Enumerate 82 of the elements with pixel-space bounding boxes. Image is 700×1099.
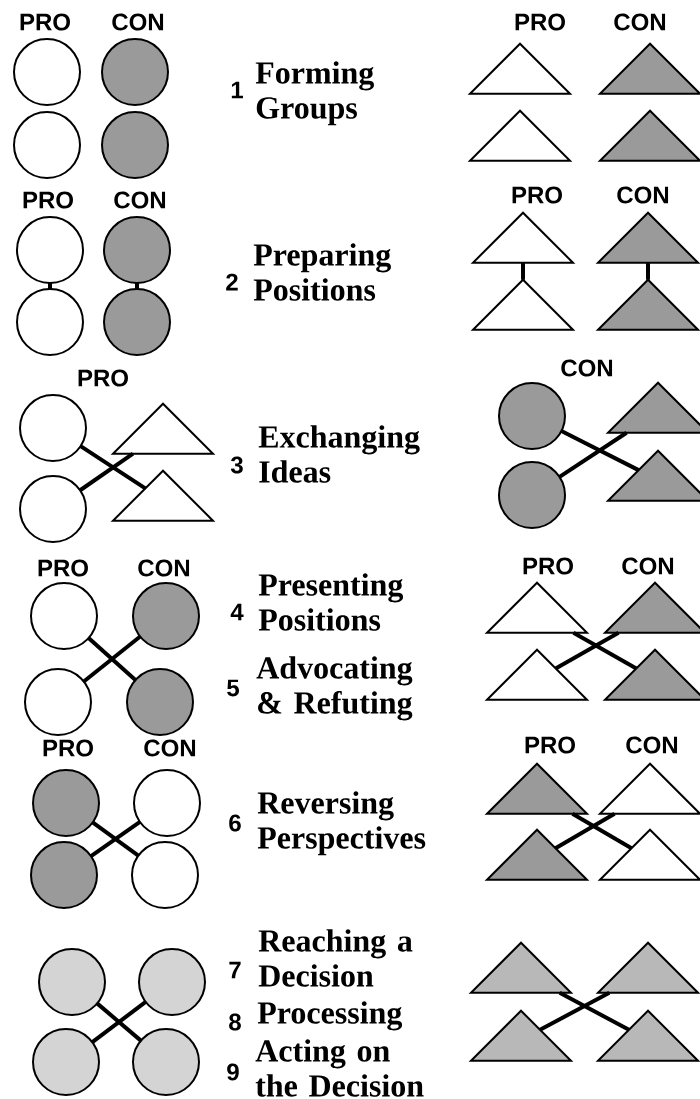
triangle — [602, 581, 700, 634]
column-label: CON — [144, 739, 196, 757]
circle — [32, 769, 100, 837]
step-number: 5 — [227, 679, 239, 697]
column-label: CON — [561, 359, 613, 377]
triangle — [597, 42, 700, 95]
circle — [103, 216, 171, 284]
circle — [13, 38, 81, 106]
step-number: 9 — [227, 1063, 239, 1081]
column-label: PRO — [43, 739, 93, 757]
circle — [498, 461, 566, 529]
triangle — [602, 648, 700, 701]
connector-line — [554, 812, 616, 850]
connector-line — [135, 283, 139, 289]
connector-line — [521, 262, 525, 280]
connector-line — [646, 262, 650, 280]
column-label: PRO — [515, 13, 565, 31]
step-label: Processing — [257, 1001, 403, 1031]
circle — [498, 382, 566, 450]
column-label: CON — [626, 736, 678, 754]
connector-line — [554, 630, 620, 671]
step-label: Reaching a Decision — [258, 929, 413, 987]
circle — [103, 288, 171, 356]
step-number: 8 — [229, 1013, 241, 1031]
connector-line — [558, 990, 630, 1032]
column-label: CON — [112, 13, 164, 31]
triangle — [597, 828, 700, 881]
column-label: CON — [617, 186, 669, 204]
connector-line — [79, 452, 135, 492]
circle — [30, 841, 98, 909]
triangle — [597, 762, 700, 815]
step-label: Exchanging Ideas — [258, 425, 420, 483]
circle — [101, 111, 169, 179]
connector-line — [571, 812, 633, 850]
connector-line — [48, 283, 52, 289]
circle — [38, 948, 106, 1016]
triangle — [605, 449, 700, 502]
circle — [131, 841, 199, 909]
connector-line — [539, 990, 611, 1032]
circle — [132, 582, 200, 650]
column-label: CON — [614, 13, 666, 31]
column-label: CON — [622, 557, 674, 575]
circle — [16, 216, 84, 284]
circle — [126, 668, 194, 736]
step-number: 6 — [229, 814, 241, 832]
column-label: CON — [138, 559, 190, 577]
step-label: Forming Groups — [255, 61, 374, 126]
circle — [19, 475, 87, 543]
step-number: 1 — [231, 81, 243, 99]
step-number: 3 — [230, 456, 243, 474]
connector-line — [560, 429, 640, 472]
column-label: CON — [114, 191, 166, 209]
connector-line — [572, 630, 638, 671]
column-label: PRO — [523, 557, 573, 575]
connector-line — [79, 444, 147, 491]
circle — [19, 394, 87, 462]
connector-line — [558, 431, 628, 479]
column-label: PRO — [512, 186, 562, 204]
circle — [32, 1028, 100, 1096]
circle — [24, 668, 92, 736]
triangle — [605, 381, 700, 434]
step-label: Preparing Positions — [253, 243, 391, 301]
step-label: Presenting Positions — [258, 573, 404, 631]
column-label: PRO — [20, 13, 70, 31]
circle — [132, 1028, 200, 1096]
step-label: Reversing Perspectives — [257, 791, 426, 856]
triangle — [597, 109, 700, 162]
step-number: 4 — [230, 603, 244, 621]
column-label: PRO — [23, 191, 73, 209]
step-label: Advocating & Refuting — [256, 656, 413, 721]
circle — [138, 948, 206, 1016]
circle — [101, 38, 169, 106]
column-label: PRO — [78, 369, 128, 387]
circle — [30, 582, 98, 650]
circle — [133, 769, 201, 837]
step-label: Acting on the Decision — [255, 1039, 424, 1097]
column-label: PRO — [525, 736, 575, 754]
step-number: 7 — [229, 961, 241, 979]
circle — [16, 288, 84, 356]
step-number: 2 — [226, 273, 238, 291]
circle — [13, 111, 81, 179]
column-label: PRO — [38, 559, 88, 577]
